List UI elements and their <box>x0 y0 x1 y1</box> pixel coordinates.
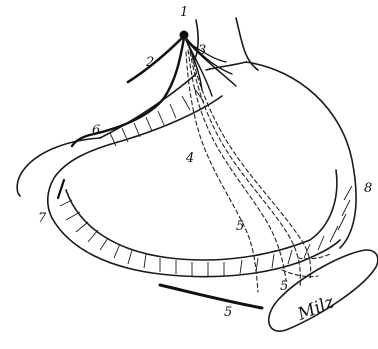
artery-7 <box>58 180 64 198</box>
label-3: 3 <box>198 43 206 58</box>
number-labels: 1 2 3 4 5 5 5 6 7 8 <box>38 5 372 320</box>
label-1: 1 <box>180 5 188 20</box>
label-4: 4 <box>185 151 194 166</box>
greater-curvature-hatching <box>60 186 352 277</box>
label-5-bottom: 5 <box>224 305 232 320</box>
label-2: 2 <box>145 55 154 70</box>
spleen-label: Milz <box>294 292 338 325</box>
label-7: 7 <box>38 211 47 226</box>
label-8: 8 <box>364 181 372 196</box>
label-5-middle: 5 <box>236 219 244 234</box>
artery-5-lower <box>160 285 262 308</box>
artery-left-gastric <box>72 38 184 146</box>
label-6: 6 <box>92 123 100 138</box>
stomach-outline <box>17 62 356 277</box>
label-5-right: 5 <box>280 279 288 294</box>
lesser-curvature-hatching <box>110 88 204 146</box>
